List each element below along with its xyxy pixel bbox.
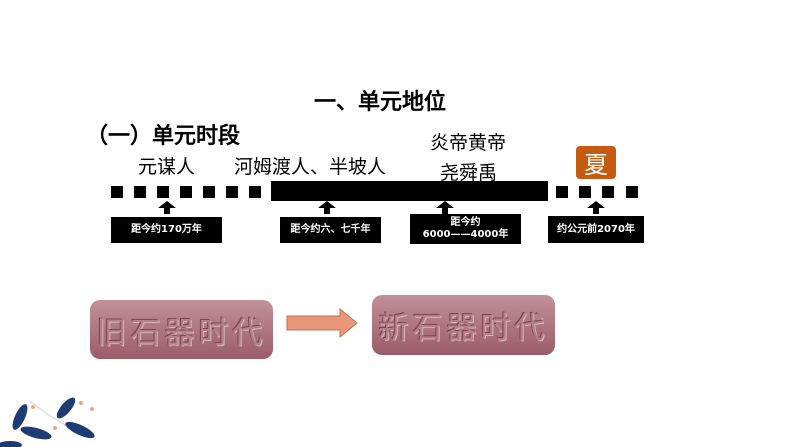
timeline-dot	[157, 186, 169, 198]
arrow-stem	[593, 208, 599, 214]
page-title: 一、单元地位	[313, 90, 446, 115]
arrow-stem	[324, 208, 330, 214]
timeline-bar	[271, 181, 548, 201]
leaf-decoration-icon	[0, 397, 95, 447]
date-box-xia: 约公元前2070年	[548, 216, 644, 243]
dynasty-badge: 夏	[576, 146, 616, 179]
label-hemudu-banpo: 河姆渡人、半坡人	[234, 156, 387, 178]
timeline-dot	[602, 186, 614, 198]
arrow-up-icon	[587, 201, 605, 208]
date-line-2: 6000——4000年	[422, 229, 509, 240]
era-paleolithic: 旧石器时代	[90, 300, 273, 359]
timeline-dot	[249, 186, 261, 198]
timeline-dot	[180, 186, 192, 198]
timeline-dot	[203, 186, 215, 198]
timeline-dot	[556, 186, 568, 198]
label-yandi-huangdi: 炎帝黄帝	[430, 132, 507, 154]
arrow-stem	[442, 208, 448, 214]
label-yuanmou: 元谋人	[138, 156, 196, 178]
arrow-stem	[164, 208, 170, 214]
timeline-dot	[626, 186, 638, 198]
arrow-up-icon	[318, 201, 336, 208]
timeline-dot	[226, 186, 238, 198]
date-line-1: 距今约	[450, 217, 481, 228]
date-box-yuanmou: 距今约170万年	[111, 217, 222, 243]
arrow-up-icon	[436, 201, 454, 208]
arrow-up-icon	[158, 201, 176, 208]
timeline-dot	[111, 186, 123, 198]
timeline-dot	[579, 186, 591, 198]
timeline-dot	[134, 186, 146, 198]
section-subtitle: （一）单元时段	[86, 124, 241, 149]
date-box-yandi: 距今约 6000——4000年	[410, 214, 521, 244]
label-yao-shun-yu: 尧舜禹	[440, 162, 498, 184]
era-neolithic: 新石器时代	[372, 295, 555, 355]
date-box-hemudu: 距今约六、七千年	[280, 217, 381, 243]
arrow-right-icon	[286, 308, 358, 338]
